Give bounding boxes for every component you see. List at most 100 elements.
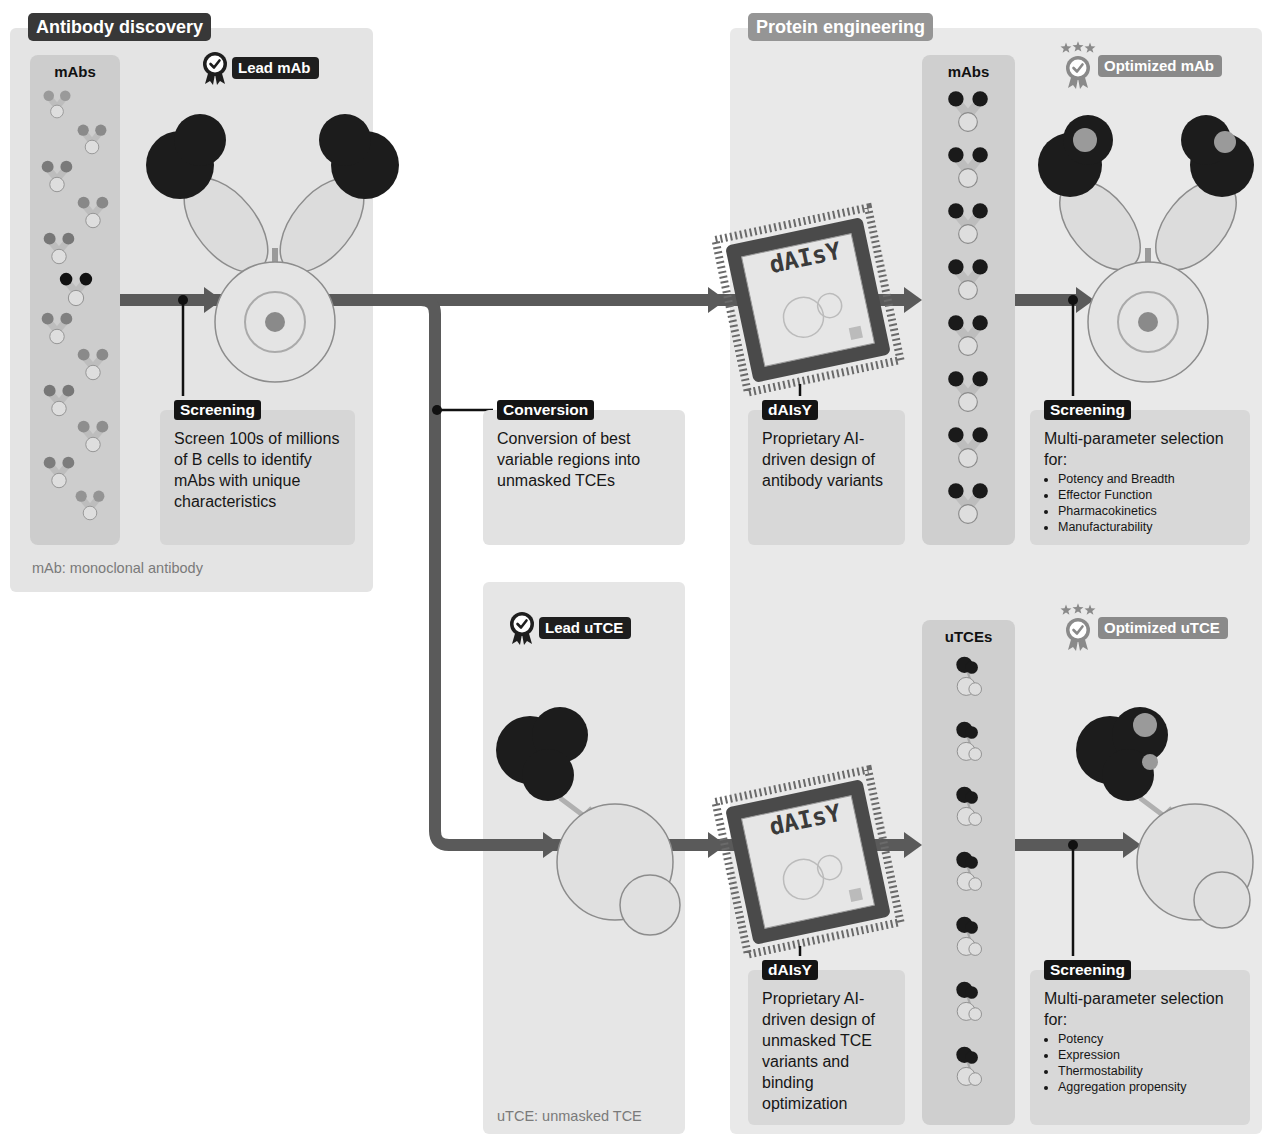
column-title: uTCEs bbox=[922, 620, 1015, 645]
bullet-item: Aggregation propensity bbox=[1058, 1079, 1240, 1095]
column-title: mAbs bbox=[922, 55, 1015, 80]
illustration-part bbox=[815, 853, 843, 881]
bullet-item: Potency and Breadth bbox=[1058, 471, 1240, 487]
bullet-item: Expression bbox=[1058, 1047, 1240, 1063]
illustration-part bbox=[1088, 262, 1208, 382]
step-tag: Screening bbox=[1044, 400, 1131, 420]
illustration-part bbox=[78, 197, 109, 228]
illustration-part bbox=[1015, 294, 1080, 306]
step-tag: dAIsY bbox=[762, 400, 818, 420]
illustration-part bbox=[1194, 872, 1250, 928]
illustration-part bbox=[725, 779, 891, 945]
illustration-part bbox=[44, 457, 75, 488]
illustration-part bbox=[1068, 840, 1078, 850]
badge-rosette bbox=[507, 610, 537, 646]
illustration-part bbox=[78, 125, 107, 154]
column-title: mAbs bbox=[30, 55, 120, 80]
illustration-part bbox=[1061, 603, 1096, 615]
illustration-part bbox=[956, 852, 981, 891]
illustration-part bbox=[799, 946, 802, 956]
illustration-part bbox=[725, 217, 891, 383]
illustration-part bbox=[1214, 131, 1236, 153]
illustration-part bbox=[203, 52, 227, 85]
illustration-part bbox=[1015, 839, 1127, 851]
illustration-part bbox=[948, 203, 988, 243]
illustration-part bbox=[174, 114, 226, 166]
illustration-part bbox=[1072, 300, 1075, 396]
antibody-icons bbox=[30, 89, 120, 529]
panel-title: Protein engineering bbox=[748, 13, 933, 41]
bullet-item: Manufacturability bbox=[1058, 519, 1240, 535]
illustration-part bbox=[1072, 845, 1075, 956]
step-tag: dAIsY bbox=[762, 960, 818, 980]
illustration-part bbox=[742, 234, 875, 367]
illustration-part bbox=[948, 259, 988, 299]
step-text: Proprietary AI-driven design of antibody… bbox=[762, 428, 895, 491]
illustration-part bbox=[1068, 295, 1078, 305]
lead-badge: Lead uTCE bbox=[507, 610, 631, 646]
illustration-part bbox=[799, 384, 802, 396]
illustration-part bbox=[44, 233, 75, 264]
illustration-part bbox=[849, 326, 863, 340]
illustration-part bbox=[1133, 713, 1157, 737]
illustration-part bbox=[948, 147, 988, 187]
illustration-part bbox=[265, 312, 285, 332]
illustration-part bbox=[44, 385, 75, 416]
panel-title: Antibody discovery bbox=[28, 13, 211, 41]
step-text: Proprietary AI-driven design of unmasked… bbox=[762, 988, 895, 1114]
step-box: dAIsYProprietary AI-driven design of ant… bbox=[748, 410, 905, 545]
illustration-part bbox=[948, 91, 988, 131]
optimized-badge: Optimized mAb bbox=[1060, 41, 1222, 91]
illustration-part bbox=[956, 917, 981, 956]
bullet-list: Potency and BreadthEffector FunctionPhar… bbox=[1044, 471, 1240, 535]
illustration-part bbox=[78, 349, 109, 380]
badge-text: Optimized mAb bbox=[1098, 55, 1222, 77]
illustration-part bbox=[1063, 115, 1113, 165]
illustration-part bbox=[42, 313, 73, 344]
illustration-part bbox=[849, 888, 863, 902]
step-tag: Screening bbox=[1044, 960, 1131, 980]
antibody-column: mAbs bbox=[30, 55, 120, 545]
step-box: dAIsYProprietary AI-driven design of unm… bbox=[748, 970, 905, 1125]
illustration-part bbox=[42, 161, 73, 192]
illustration-part bbox=[1118, 292, 1178, 352]
illustration-part bbox=[948, 371, 988, 411]
illustration-part bbox=[178, 295, 188, 305]
step-tag: Screening bbox=[174, 400, 261, 420]
illustration-part bbox=[956, 722, 981, 761]
bullet-item: Pharmacokinetics bbox=[1058, 503, 1240, 519]
illustration-part bbox=[956, 657, 981, 696]
illustration-part bbox=[948, 315, 988, 355]
illustration-part bbox=[522, 749, 574, 801]
antibody-icons bbox=[922, 89, 1015, 539]
illustration-part bbox=[245, 292, 305, 352]
illustration-part bbox=[1142, 754, 1158, 770]
footnote: mAb: monoclonal antibody bbox=[32, 560, 203, 577]
tce-icons bbox=[922, 654, 1015, 1124]
illustration-part bbox=[780, 294, 827, 341]
illustration-part bbox=[182, 300, 185, 396]
illustration-part bbox=[742, 796, 875, 929]
illustration-part bbox=[780, 856, 827, 903]
illustration-part bbox=[76, 491, 105, 520]
badge-rosette bbox=[1060, 41, 1096, 91]
illustration-part bbox=[1138, 312, 1158, 332]
illustration-part bbox=[956, 1047, 981, 1086]
step-box: ScreeningMulti-parameter selection for:P… bbox=[1030, 410, 1250, 545]
badge-rosette bbox=[200, 50, 230, 86]
step-box: ScreeningMulti-parameter selection for:P… bbox=[1030, 970, 1250, 1125]
bullet-item: Thermostability bbox=[1058, 1063, 1240, 1079]
illustration-part bbox=[620, 875, 680, 935]
illustration-part bbox=[815, 291, 843, 319]
illustration-part bbox=[948, 483, 988, 523]
tce-column: uTCEs bbox=[922, 620, 1015, 1125]
step-text: Multi-parameter selection for: bbox=[1044, 988, 1240, 1030]
illustration-part bbox=[1073, 128, 1097, 152]
step-tag: Conversion bbox=[497, 400, 594, 420]
illustration-part bbox=[432, 405, 442, 415]
footnote: uTCE: unmasked TCE bbox=[497, 1108, 642, 1125]
illustration-part bbox=[60, 273, 92, 306]
illustration-part bbox=[215, 262, 335, 382]
step-text: Screen 100s of millions of B cells to id… bbox=[174, 428, 345, 512]
